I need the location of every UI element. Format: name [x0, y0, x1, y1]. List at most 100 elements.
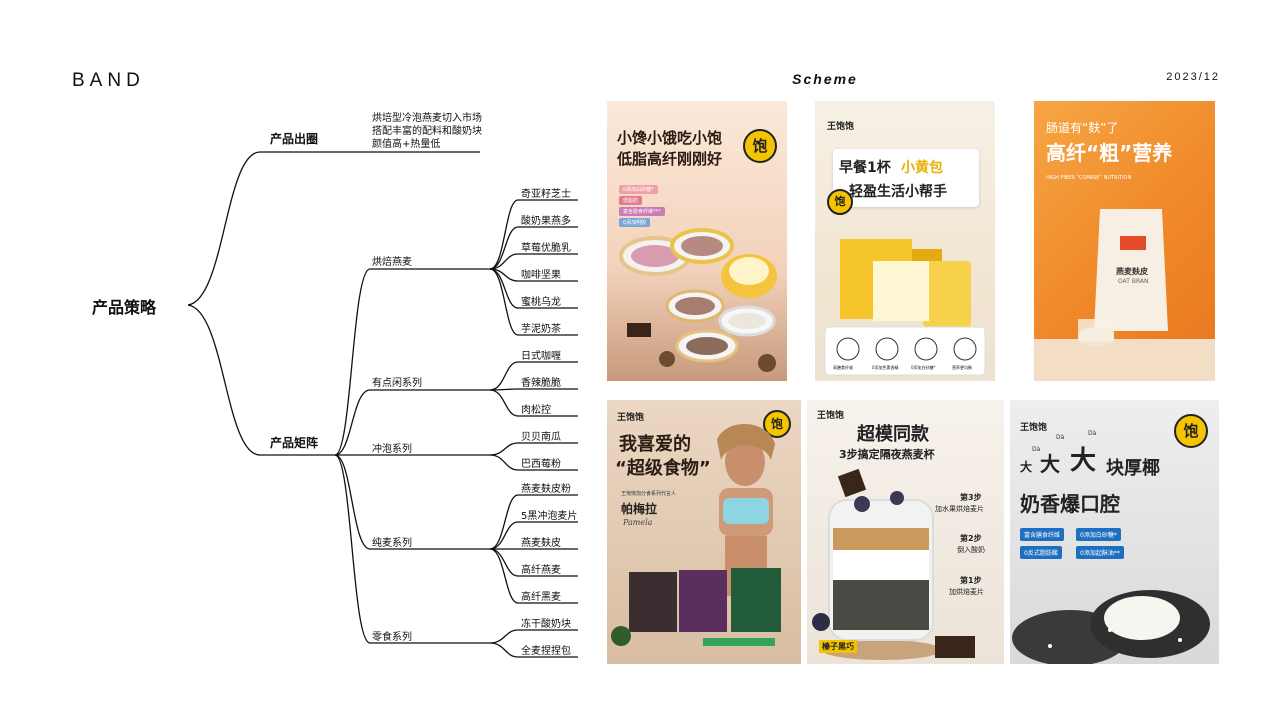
brand-badge-icon: 饱: [763, 410, 791, 438]
poster-headline: 早餐1杯: [839, 160, 891, 176]
step-text: 加烘焙麦片: [949, 588, 984, 596]
leaf-item: 香辣脆脆: [521, 378, 561, 389]
brand-badge-icon: 饱: [743, 129, 777, 163]
poster-spokesperson: 王饱饱 饱 我喜爱的 “超级食物” 王饱饱加分食系列代言人 帕梅拉 Pamela: [607, 400, 801, 664]
spokesperson-name-en: Pamela: [623, 518, 653, 527]
connector-b2-g1: [334, 268, 410, 456]
product-bag-illustration: [1034, 209, 1215, 381]
leaf-item: 5黑冲泡麦片: [521, 511, 578, 522]
leaf-item: 草莓优脆乳: [521, 243, 571, 254]
poster-headline: 我喜爱的: [619, 434, 691, 455]
leaf-item: 日式咖喱: [521, 351, 561, 362]
note-line: 搭配丰富的配料和酸奶块: [372, 126, 482, 137]
poster-headline: 大: [1070, 446, 1097, 476]
coconut-bites-illustration: [1012, 590, 1210, 664]
spokesperson-intro: 王饱饱加分食系列代言人: [621, 491, 677, 497]
group-baked-oats: 烘焙燕麦: [372, 257, 412, 268]
claim-tag: 低脂肪: [619, 196, 643, 205]
leaf-item: 奇亚籽芝士: [521, 189, 571, 200]
leaf-item: 芋泥奶茶: [521, 324, 561, 335]
poster-subhead: 肠道有“麸”了: [1046, 121, 1119, 135]
leaf-item: 肉松控: [521, 405, 551, 416]
claim-tag: 富含膳食纤维: [1020, 528, 1065, 541]
step-number: 第3步: [960, 493, 982, 502]
group-pure-oat-series: 纯麦系列: [372, 538, 412, 549]
poster-headline: 低脂高纤刚刚好: [617, 150, 723, 168]
icon-caption: 高膳食纤维: [833, 365, 853, 370]
bag-label: 燕麦麸皮: [1116, 267, 1148, 276]
connector-b2-g4: [334, 454, 410, 550]
poster-headline: 大: [1040, 452, 1060, 476]
branch1-notes: 烘培型冷泡燕麦切入市场 搭配丰富的配料和酸奶块 颜值高+热量低: [372, 112, 482, 151]
branch-product-breakout: 产品出圈: [270, 132, 319, 146]
leaf-item: 燕麦麸皮粉: [521, 484, 571, 495]
brand-mark: 王饱饱: [817, 411, 845, 421]
pinyin: Dà: [1088, 430, 1097, 437]
icon-caption: 营养更均衡: [952, 365, 972, 370]
icon-caption: 0添加色素香精: [872, 365, 899, 370]
model-and-boxes-illustration: [611, 423, 781, 646]
bag-label-en: OAT BRAN: [1118, 278, 1149, 285]
connector-b2-g2: [334, 389, 410, 456]
leaf-item: 燕麦麸皮: [521, 538, 561, 549]
group-snack-series: 零食系列: [372, 632, 412, 643]
poster-overnight-oats: 王饱饱 超模同款 3步搞定隔夜燕麦杯 第3步 加水果烘焙麦片 第2步 倒入酸奶 …: [807, 400, 1004, 664]
poster-headline-highlight: 小黄包: [901, 160, 943, 176]
claim-tag: 富含膳食纤维***: [619, 207, 665, 216]
product-box-illustration: [824, 239, 986, 376]
claim-tag: 0添加明胶: [619, 218, 651, 227]
group-brew-series: 冲泡系列: [372, 444, 412, 455]
date-label: 2023/12: [1166, 71, 1220, 83]
note-line: 烘培型冷泡燕麦切入市场: [372, 113, 482, 124]
brand-badge-icon: 饱: [1174, 414, 1208, 448]
brand-logo: BAND: [72, 70, 145, 91]
claim-tag: 0添加起酥油**: [1076, 546, 1124, 559]
poster-headline: 小馋小饿吃小饱: [617, 129, 723, 147]
leaf-item: 酸奶果燕多: [521, 216, 571, 227]
step-text: 加水果烘焙麦片: [935, 505, 984, 513]
pinyin: Dà: [1032, 446, 1041, 453]
connector-root-branch1: [187, 151, 261, 306]
leaf-item: 全麦捏捏包: [521, 646, 571, 657]
note-line: 颜值高+热量低: [372, 139, 441, 150]
group-leisure-series: 有点闲系列: [372, 378, 422, 389]
headline-card: [833, 149, 979, 207]
poster-subhead: 3步搞定隔夜燕麦杯: [839, 448, 935, 461]
scheme-title: Scheme: [792, 71, 858, 87]
spokesperson-name: 帕梅拉: [621, 502, 658, 516]
claim-tag: 0添加白砂糖*: [1076, 528, 1121, 541]
pinyin: Dà: [1056, 434, 1065, 441]
poster-oat-bran: 肠道有“麸”了 高纤“粗”营养 HIGH FIBER “COARSE” NUTR…: [1034, 101, 1215, 381]
poster-headline: 轻盈生活小帮手: [849, 184, 947, 200]
brand-badge-icon: 饱: [827, 189, 853, 215]
flavor-label: 榛子黑巧: [819, 640, 857, 653]
leaf-item: 高纤黑麦: [521, 592, 561, 603]
step-number: 第2步: [960, 534, 982, 543]
branch-product-matrix: 产品矩阵: [270, 436, 319, 450]
leaf-item: 咖啡坚果: [521, 270, 561, 281]
poster-english: HIGH FIBER “COARSE” NUTRITION: [1046, 175, 1132, 181]
leaf-item: 冻干酸奶块: [521, 619, 571, 630]
leaf-item: 蜜桃乌龙: [521, 297, 561, 308]
poster-headline: “超级食物”: [615, 458, 711, 479]
poster-coconut-chunks: 王饱饱 饱 Dà Dà Dà 大 大 大 块厚椰 奶香爆口腔 富含膳食纤维 0添…: [1010, 400, 1219, 664]
leaf-item: 巴西莓粉: [521, 459, 561, 470]
poster-low-fat-high-fiber: 小馋小饿吃小饱 低脂高纤刚刚好 饱 0添加白砂糖* 低脂肪 富含膳食纤维*** …: [607, 101, 787, 381]
oat-jar-illustration: [812, 468, 975, 660]
poster-headline: 大: [1020, 460, 1033, 474]
poster-headline: 超模同款: [857, 424, 929, 445]
poster-headline: 奶香爆口腔: [1020, 492, 1120, 516]
brand-mark: 王饱饱: [1020, 423, 1048, 433]
poster-headline: 高纤“粗”营养: [1046, 141, 1173, 165]
leaf-item: 贝贝南瓜: [521, 432, 561, 443]
connector-root-branch2: [187, 304, 261, 456]
poster-headline: 块厚椰: [1106, 458, 1160, 479]
product-cups-illustration: [619, 228, 777, 372]
step-text: 倒入酸奶: [957, 546, 985, 554]
claim-tag: 0反式脂肪酸: [1020, 546, 1062, 559]
claim-tag: 0添加白砂糖*: [619, 185, 658, 194]
icon-caption: 0添加白砂糖*: [911, 365, 936, 370]
step-number: 第1步: [960, 576, 982, 585]
connector-b2-g5: [334, 454, 410, 644]
